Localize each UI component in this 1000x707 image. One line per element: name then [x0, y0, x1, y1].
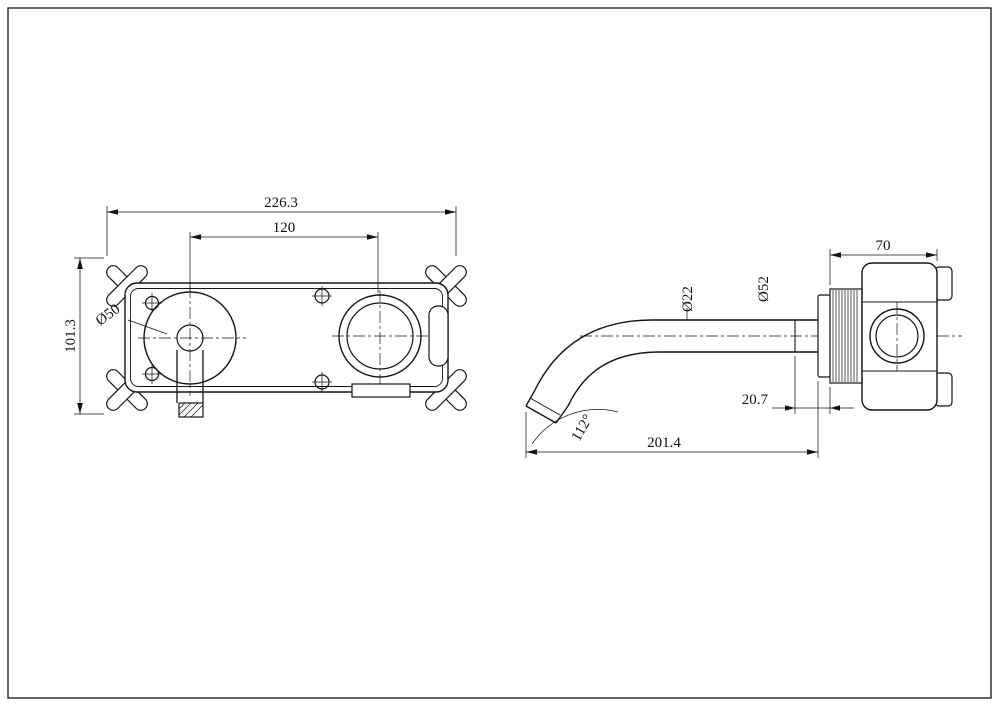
dim-spout-diameter-label: Ø22	[680, 286, 696, 312]
spout-tip-cap	[525, 405, 557, 424]
dim-outlet-diameter-label: Ø50	[93, 301, 123, 329]
bottom-tab-plate	[351, 383, 411, 398]
knurl-ribs	[832, 290, 858, 382]
sheet-frame	[7, 7, 992, 699]
dim-overall-width: 226.3	[106, 195, 457, 256]
wall-flange	[817, 294, 831, 378]
dim-flange-depth-label: 20.7	[742, 392, 769, 408]
spout-bottom-edge	[555, 351, 818, 424]
screw-top-center	[312, 286, 332, 306]
screw-bottom-center	[312, 372, 332, 392]
screw-bottom-left	[142, 364, 162, 384]
spout-top-edge	[525, 319, 818, 407]
dim-port-spacing-label: 120	[273, 220, 296, 236]
dim-spout-reach-label: 201.4	[647, 435, 681, 451]
cartridge-inner-circle	[346, 302, 414, 370]
dim-overall-height: 101.3	[63, 257, 104, 415]
dim-body-width-label: 70	[876, 238, 891, 254]
spout-tip-aerator-line	[529, 397, 561, 416]
dim-flange-diameter-label: Ø52	[756, 276, 772, 302]
screw-top-left	[142, 293, 162, 313]
outlet-escutcheon-circle	[143, 291, 237, 385]
dim-port-spacing: 120	[189, 220, 379, 293]
aerator-hatch	[178, 402, 204, 418]
dim-spout-angle-label: 112°	[569, 412, 597, 444]
valve-body-side	[861, 262, 938, 411]
dim-body-width: 70	[829, 238, 938, 285]
outlet-pipe-circle	[176, 324, 204, 352]
side-view: Ø22 Ø52 70 20.7 112°	[525, 238, 962, 458]
retaining-clip	[428, 305, 449, 367]
dim-overall-height-label: 101.3	[63, 319, 79, 353]
dim-flange-depth: 20.7	[742, 356, 854, 414]
dim-spout-angle: 112°	[531, 409, 619, 445]
dim-spout-diameter: Ø22	[680, 286, 696, 320]
dim-spout-reach: 201.4	[525, 381, 819, 458]
cartridge-outer-circle	[338, 294, 422, 378]
front-view: 226.3 120 101.3 Ø50	[63, 195, 467, 418]
dim-overall-width-label: 226.3	[264, 195, 298, 211]
dim-flange-diameter: Ø52	[756, 276, 772, 302]
handle-boss-inner	[875, 314, 919, 358]
